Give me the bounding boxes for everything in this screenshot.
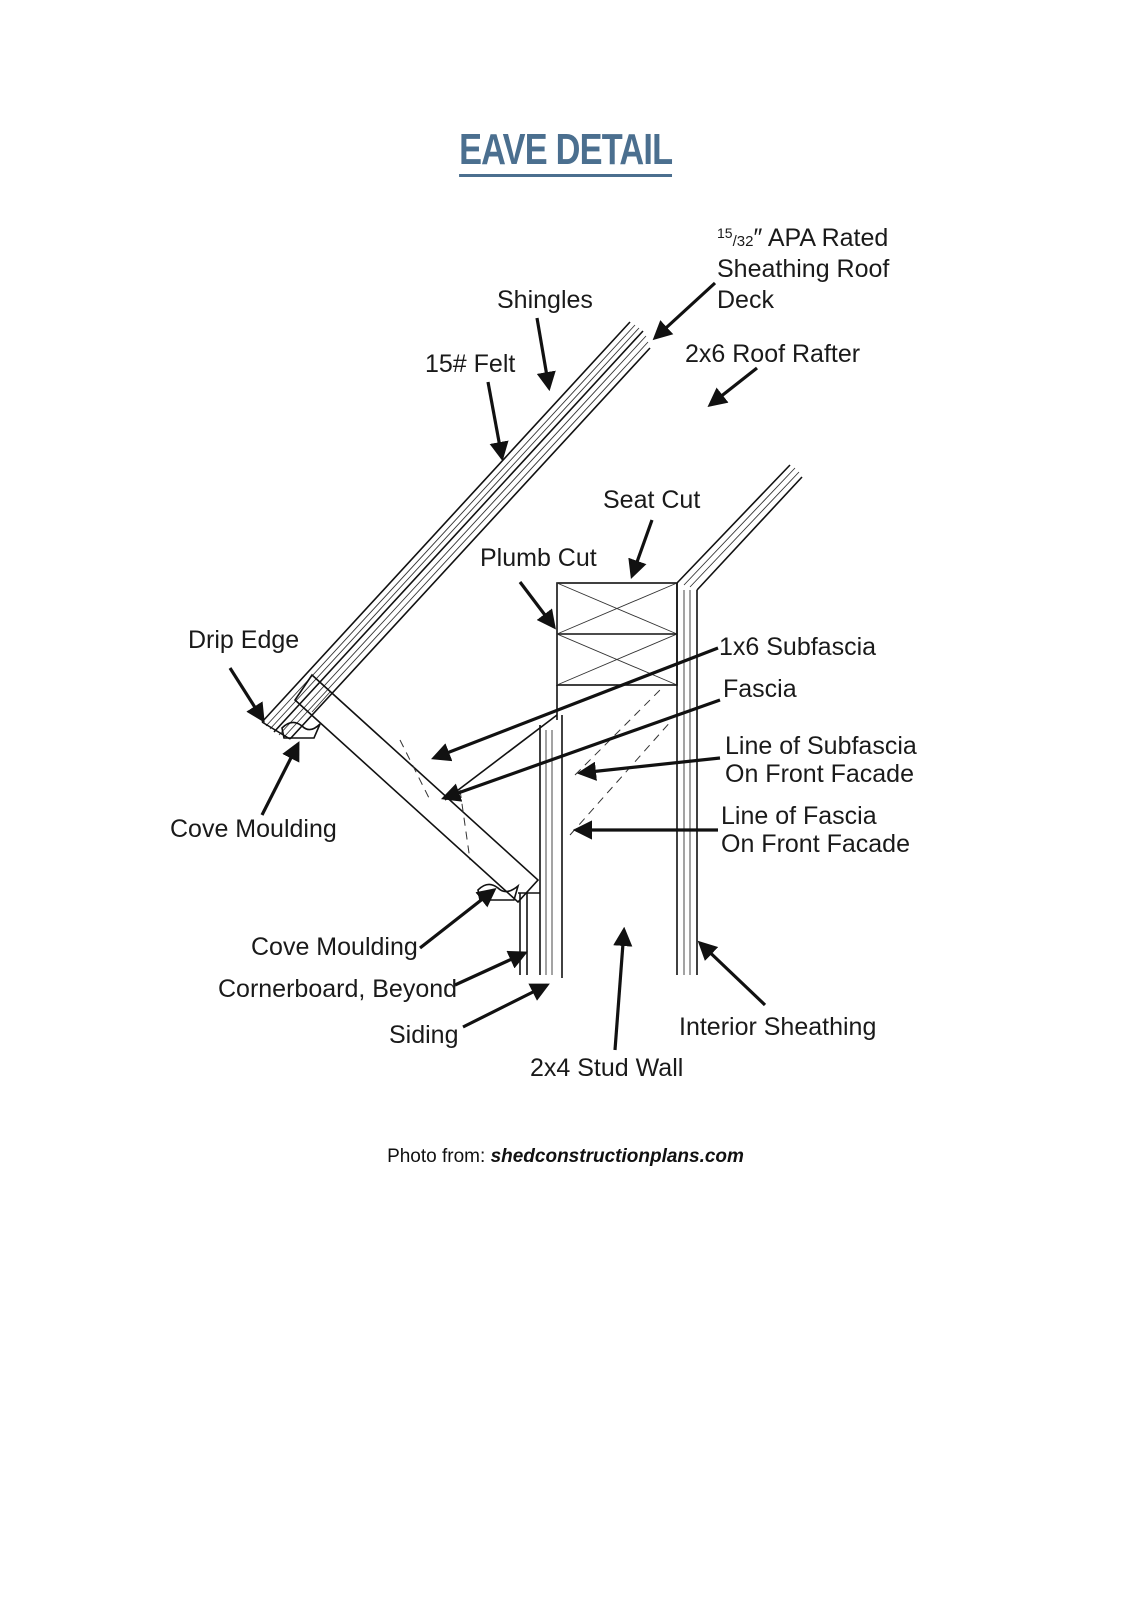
label-sheathing-line2: Sheathing Roof — [717, 255, 889, 283]
cove-moulding-upper-profile — [281, 721, 321, 739]
label-stud-wall: 2x4 Stud Wall — [530, 1054, 683, 1082]
label-felt: 15# Felt — [425, 350, 515, 378]
label-line-subfascia-1: Line of Subfascia — [725, 732, 917, 760]
arrow-felt — [486, 381, 509, 462]
label-siding: Siding — [389, 1021, 459, 1049]
label-line-subfascia-2: On Front Facade — [725, 760, 914, 788]
label-drip-edge: Drip Edge — [188, 626, 299, 654]
arrow-cove-lower — [419, 888, 497, 950]
label-line-fascia-2: On Front Facade — [721, 830, 910, 858]
arrow-stud-wall — [613, 926, 633, 1051]
title-text: EAVE DETAIL — [458, 128, 673, 177]
arrow-interior-sheathing — [697, 940, 767, 1007]
label-cornerboard: Cornerboard, Beyond — [218, 975, 457, 1003]
photo-credit: Photo from: shedconstructionplans.com — [0, 1146, 1131, 1168]
label-cove-moulding-upper: Cove Moulding — [170, 815, 337, 843]
arrow-line-subfascia — [576, 756, 721, 781]
label-shingles: Shingles — [497, 286, 593, 314]
credit-source: shedconstructionplans.com — [490, 1146, 744, 1167]
arrow-cove-upper — [260, 741, 300, 816]
credit-prefix: Photo from: — [387, 1146, 491, 1167]
label-plumb-cut: Plumb Cut — [480, 544, 597, 572]
label-sheathing-line1: 15/32″ APA Rated — [717, 224, 888, 252]
arrow-shingles — [535, 317, 556, 392]
wall-lines — [518, 583, 698, 978]
arrow-fascia — [440, 698, 721, 802]
label-subfascia: 1x6 Subfascia — [719, 633, 876, 661]
diagram-title: EAVE DETAIL — [0, 128, 1131, 177]
rafter-tail — [281, 673, 558, 904]
label-cove-moulding-lower: Cove Moulding — [251, 933, 418, 961]
arrow-rafter — [707, 366, 758, 407]
arrow-seat-cut — [628, 519, 654, 580]
arrow-siding — [462, 983, 550, 1029]
label-seat-cut: Seat Cut — [603, 486, 700, 514]
arrow-sheathing — [652, 281, 717, 341]
roof-layers — [261, 321, 651, 740]
label-sheathing-line3: Deck — [717, 286, 774, 314]
cove-moulding-lower-profile — [477, 883, 520, 901]
label-roof-rafter: 2x6 Roof Rafter — [685, 340, 860, 368]
arrow-plumb-cut — [518, 581, 556, 630]
label-interior-sheathing: Interior Sheathing — [679, 1013, 876, 1041]
arrow-subfascia — [431, 646, 719, 762]
roof-beyond — [676, 464, 803, 591]
label-line-fascia-1: Line of Fascia — [721, 802, 877, 830]
arrow-cornerboard — [454, 950, 528, 987]
arrow-drip-edge — [228, 667, 265, 723]
leader-arrows — [228, 281, 767, 1051]
label-fascia: Fascia — [723, 675, 797, 703]
